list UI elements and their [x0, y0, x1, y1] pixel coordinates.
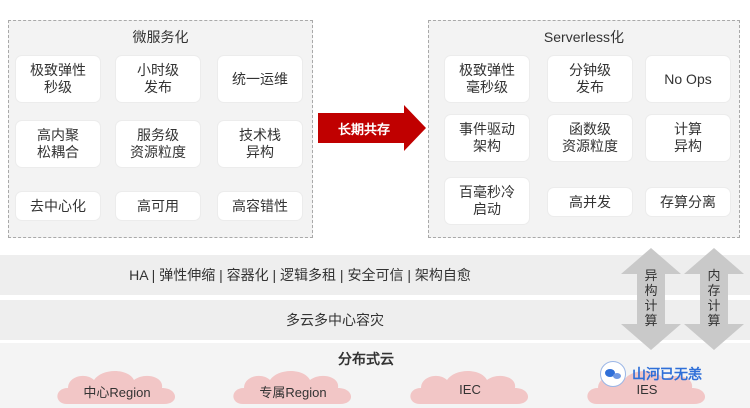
sl-card-noops: No Ops: [646, 56, 730, 102]
ms-card-heterogeneous: 技术栈 异构: [218, 121, 302, 167]
coexist-label: 长期共存: [337, 121, 390, 137]
ms-card-elastic: 极致弹性 秒级: [16, 56, 100, 102]
multicloud-text: 多云多中心容灾: [286, 312, 384, 328]
sl-card-storage-compute: 存算分离: [646, 188, 730, 216]
coexist-arrow: [318, 105, 426, 151]
capabilities-band: HA | 弹性伸缩 | 容器化 | 逻辑多租 | 安全可信 | 架构自愈: [0, 255, 750, 295]
sl-card-concurrency: 高并发: [548, 188, 632, 216]
cloud-dedicated-region: [233, 371, 352, 404]
capabilities-text: HA | 弹性伸缩 | 容器化 | 逻辑多租 | 安全可信 | 架构自愈: [129, 267, 471, 283]
sl-card-heterogeneous: 计算 异构: [646, 115, 730, 161]
cloud-dedicated-region-label: 专属Region: [259, 385, 327, 400]
sl-card-granularity: 函数级 资源粒度: [548, 115, 632, 161]
cloud-center-region-label: 中心Region: [83, 385, 151, 400]
memory-compute-arrow: [684, 248, 744, 350]
sl-card-cold-start: 百毫秒冷 启动: [445, 178, 529, 224]
ms-card-granularity: 服务级 资源粒度: [116, 121, 200, 167]
watermark: 山河已无恙: [600, 361, 702, 387]
heterogeneous-compute-arrow: [621, 248, 681, 350]
sl-card-event-driven: 事件驱动 架构: [445, 115, 529, 161]
memory-compute-label: 内 存 计 算: [707, 268, 721, 328]
cloud-center-region: [57, 371, 176, 404]
sl-card-elastic: 极致弹性 毫秒级: [445, 56, 529, 102]
ms-card-ops: 统一运维: [218, 56, 302, 102]
watermark-text: 山河已无恙: [632, 366, 702, 382]
ms-card-cohesion: 高内聚 松耦合: [16, 121, 100, 167]
cloud-iec: [410, 371, 529, 404]
heterogeneous-compute-label: 异 构 计 算: [644, 268, 658, 328]
ms-card-availability: 高可用: [116, 192, 200, 220]
cloud-ies-label: IES: [636, 382, 658, 397]
sl-card-release: 分钟级 发布: [548, 56, 632, 102]
ms-card-fault-tolerance: 高容错性: [218, 192, 302, 220]
wechat-icon: [600, 361, 626, 387]
distributed-text: 分布式云: [338, 351, 394, 367]
serverless-title: Serverless化: [543, 29, 625, 45]
cloud-iec-label: IEC: [459, 382, 481, 397]
microservice-title: 微服务化: [132, 29, 189, 45]
ms-card-release: 小时级 发布: [116, 56, 200, 102]
ms-card-decentralized: 去中心化: [16, 192, 100, 220]
multicloud-band: 多云多中心容灾: [0, 300, 750, 340]
